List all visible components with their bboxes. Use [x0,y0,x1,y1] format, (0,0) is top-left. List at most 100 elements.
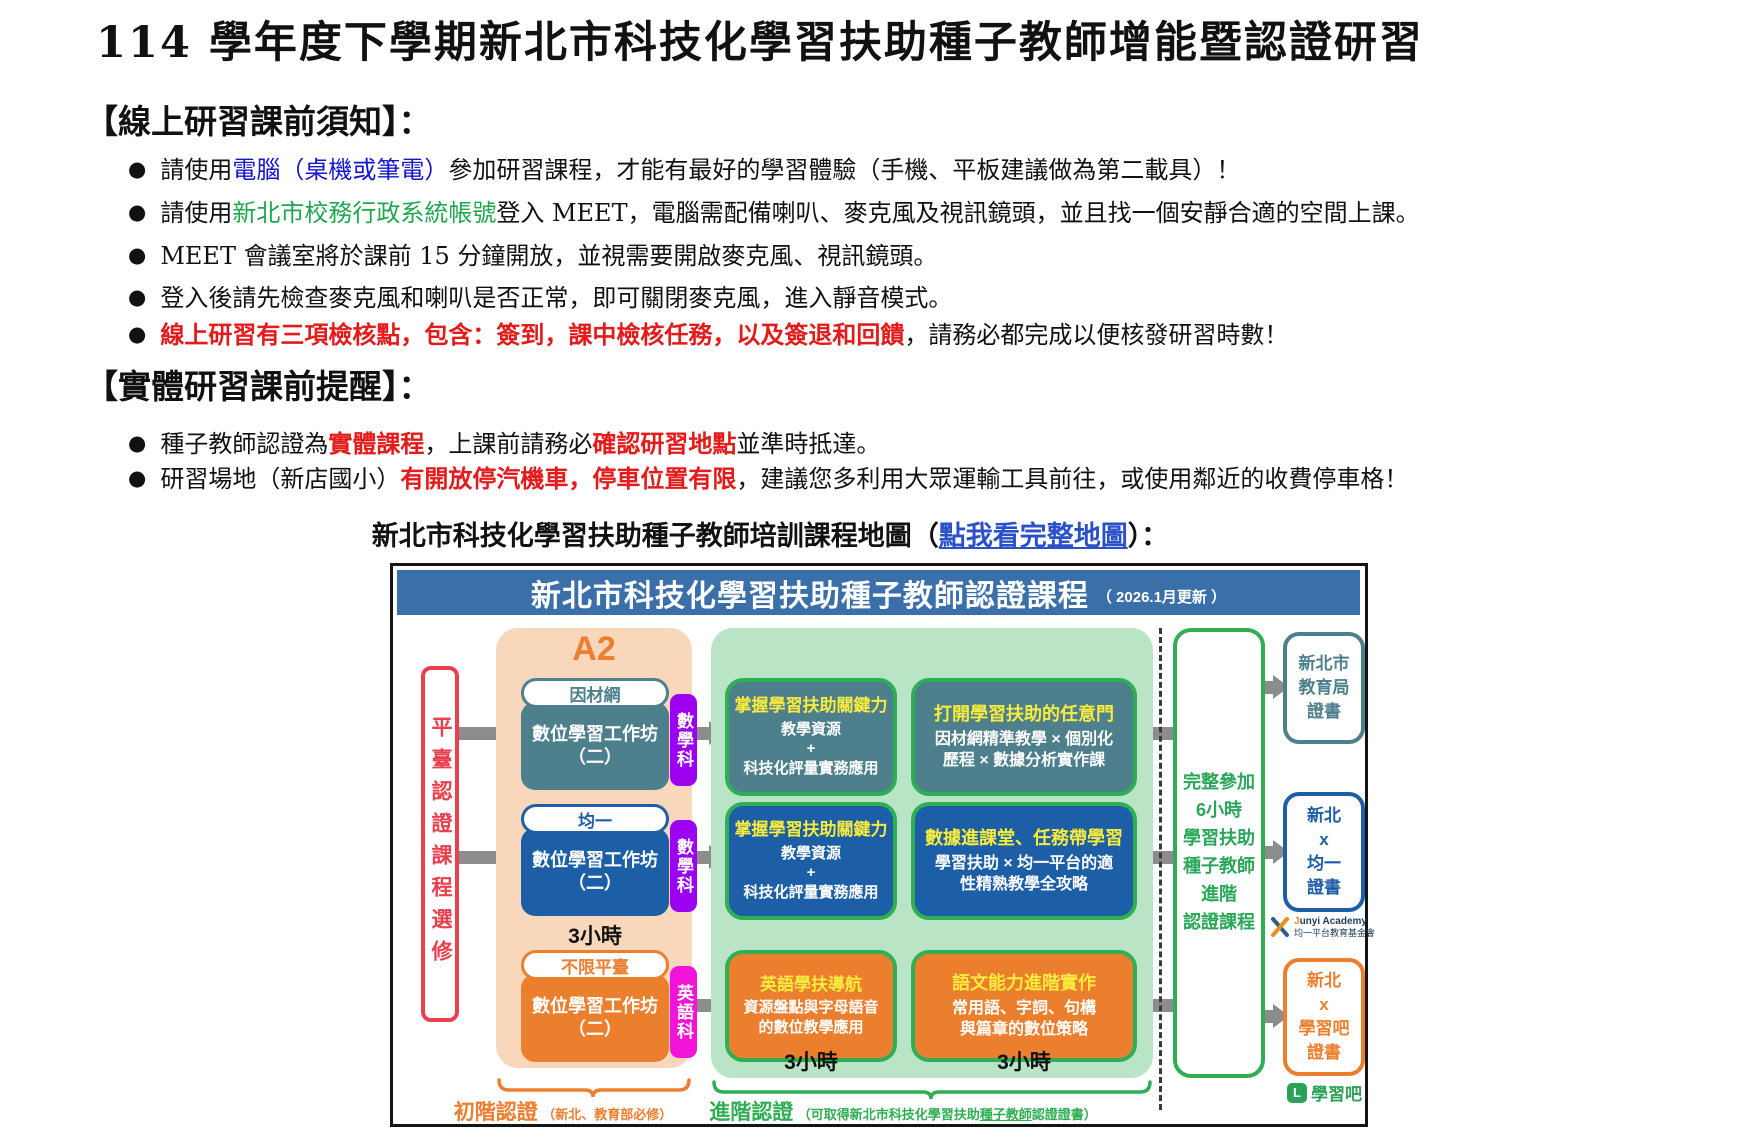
subject-tag-math: 數學科 [670,820,697,912]
cert-line: x [1319,995,1329,1015]
arrow-bar [693,727,709,740]
workshop-body: 數位學習工作坊（二） [521,702,669,790]
bullet-text-red: 有開放停汽機車，停車位置有限 [400,464,737,493]
bullet-online-1: ●請使用電腦（桌機或筆電）參加研習課程，才能有最好的學習體驗（手機、平板建議做為… [128,150,1240,185]
junyi-x-icon [1271,917,1289,937]
cert-line: 證書 [1307,877,1341,897]
junyi-j: J [1294,916,1300,928]
diagram-update-date: （ 2026.1月更新 ） [1096,589,1227,606]
map-caption: 新北市科技化學習扶助種子教師培訓課程地圖（點我看完整地圖）： [280,514,1260,553]
cert-line: 新北市 [1298,654,1350,674]
course-box-r2c2: 數據進課堂、任務帶學習 學習扶助 × 均一平台的適 性精熟教學全攻略 [911,802,1137,920]
bullet-dot-icon: ● [128,200,147,224]
bullet-onsite-2: ●研習場地（新店國小）有開放停汽機車，停車位置有限，建議您多利用大眾運輸工具前往… [128,459,1408,494]
bullet-text: 請使用 [160,199,233,227]
workshop-line: （二） [568,873,622,893]
course-line: 教學資源 [780,844,841,862]
cert-ntpc-junyi: 新北 x 均一 證書 [1283,792,1365,912]
course-line: 因材網精準教學 × 個別化 [934,730,1114,748]
subject-tag-math: 數學科 [670,694,697,786]
advanced-cert-label: 進階認證 （可取得新北市科技化學習扶助種子教師認證證書） [683,1096,1123,1126]
junyi-academy-logo: Junyi Academy 均一平台教育基金會 [1269,916,1377,938]
advanced-cert-note: （可取得新北市科技化學習扶助 [797,1107,980,1122]
course-line: 資源盤點與字母語音 [743,999,879,1017]
workshop-line: 數位學習工作坊 [532,723,658,744]
diagram-header-band: 新北市科技化學習扶助種子教師認證課程 （ 2026.1月更新 ） [397,570,1360,615]
junyi-logo-text: Junyi Academy 均一平台教育基金會 [1294,916,1375,938]
bullet-text: ，請務必都完成以便核發研習時數！ [904,321,1289,349]
course-title: 打開學習扶助的任意門 [934,704,1114,725]
cert-line: x [1319,830,1329,850]
bullet-text-blue: 電腦（桌機或筆電） [232,156,449,184]
complete-line: 進階 [1201,883,1237,904]
bullet-dot-icon: ● [128,431,147,455]
subject-tag-label: 數學科 [674,837,693,895]
learnmode-icon: L [1287,1082,1307,1103]
section-header-onsite: 【實體研習課前提醒】： [85,367,432,406]
advanced-cert-note-underline: 種子教師 [979,1107,1032,1122]
workshop-body: 數位學習工作坊（二） [521,974,669,1062]
bullet-dot-icon: ● [128,466,147,490]
course-line: + [806,864,816,882]
bullet-dot-icon: ● [128,157,147,181]
cert-line: 均一 [1307,854,1341,873]
diagram-title: 新北市科技化學習扶助種子教師認證課程 [530,579,1089,613]
learnmode-logo: L 學習吧 [1287,1080,1362,1105]
workshop-pill: 不限平臺 [521,950,669,980]
map-caption-text: 新北市科技化學習扶助種子教師培訓課程地圖（ [371,521,939,552]
complete-line: 6小時 [1195,800,1242,821]
complete-line: 完整參加 [1183,772,1255,793]
hours-label-right: 3小時 [997,1051,1051,1074]
full-map-link[interactable]: 點我看完整地圖 [938,521,1128,552]
subject-tag-label: 數學科 [674,711,693,769]
course-title: 語文能力進階實作 [952,973,1096,994]
bullet-text-green: 新北市校務行政系統帳號 [232,199,497,227]
course-title: 掌握學習扶助關鍵力 [734,820,888,840]
course-line: 教學資源 [780,720,841,738]
course-box-r3c1: 英語學扶導航 資源盤點與字母語音 的數位教學應用 [725,950,897,1062]
bullet-text: 登入 MEET，電腦需配備喇叭、麥克風及視訊鏡頭，並且找一個安靜合適的空間上課。 [496,199,1420,227]
section-header-online: 【線上研習課前須知】： [85,102,432,141]
bullet-text-red: 實體課程 [328,429,425,458]
bullet-online-2: ● 請使用新北市校務行政系統帳號登入 MEET，電腦需配備喇叭、麥克風及視訊鏡頭，… [128,193,1420,228]
arrow-bar [1263,1010,1275,1023]
advanced-cert-title: 進階認證 [709,1101,794,1124]
workshop-line: 數位學習工作坊 [532,995,658,1016]
platform-elective-box: 平臺認證課程選修 [421,666,459,1022]
bullet-text-red: 線上研習有三項檢核點，包含：簽到，課中檢核任務，以及簽退和回饋 [160,320,905,349]
bullet-text: 登入後請先檢查麥克風和喇叭是否正常，即可關閉麥克風，進入靜音模式。 [160,284,953,312]
course-line: 性精熟教學全攻略 [959,875,1088,893]
learnmode-name: 學習吧 [1311,1085,1362,1104]
hours-label-left: 3小時 [784,1051,838,1074]
beginner-cert-title: 初階認證 [453,1101,538,1124]
bullet-text: 並準時抵達。 [736,430,881,458]
cert-line: 證書 [1307,701,1341,721]
bullet-online-3: ●MEET 會議室將於課前 15 分鐘開放，並視需要開啟麥克風、視訊鏡頭。 [128,236,937,271]
bullet-text-red: 確認研習地點 [592,429,737,458]
cert-line: 教育局 [1298,678,1350,698]
course-box-r1c2: 打開學習扶助的任意門 因材網精準教學 × 個別化 歷程 × 數據分析實作課 [911,678,1137,796]
course-title: 掌握學習扶助關鍵力 [734,696,888,716]
workshop-junyi: 均一 數位學習工作坊 （二） [521,804,669,916]
beginner-brace [497,1078,691,1098]
course-box-r1c1: 掌握學習扶助關鍵力 教學資源 + 科技化評量實務應用 [725,678,897,796]
arrow-bar [1263,681,1275,694]
complete-line: 學習扶助 [1183,828,1255,849]
beginner-cert-note: （新北、教育部必修） [542,1107,673,1122]
course-box-r2c1: 掌握學習扶助關鍵力 教學資源 + 科技化評量實務應用 [725,802,897,920]
divider-dashed-line [1159,628,1162,1110]
workshop-yincai: 因材網 數位學習工作坊（二） [521,678,669,790]
complete-course-box: 完整參加 6小時 學習扶助 種子教師 進階 認證課程 [1173,628,1265,1078]
a2-hours-label: 3小時 [568,925,622,948]
bullet-online-4: ●登入後請先檢查麥克風和喇叭是否正常，即可關閉麥克風，進入靜音模式。 [128,278,952,313]
arrow-bar [693,851,709,864]
bullet-text: 參加研習課程，才能有最好的學習體驗（手機、平板建議做為第二載具）！ [448,156,1241,184]
bullet-text: MEET 會議室將於課前 15 分鐘開放，並視需要開啟麥克風、視訊鏡頭。 [160,242,938,270]
bullet-onsite-1: ●種子教師認證為實體課程，上課前請務必確認研習地點並準時抵達。 [128,424,880,459]
bullet-dot-icon: ● [128,322,147,346]
course-line: 科技化評量實務應用 [743,760,879,778]
workshop-pill: 均一 [521,804,669,834]
course-line: 的數位教學應用 [758,1019,864,1037]
cert-ntpc-edu: 新北市 教育局 證書 [1283,632,1365,744]
workshop-line: 數位學習工作坊 [532,849,658,870]
